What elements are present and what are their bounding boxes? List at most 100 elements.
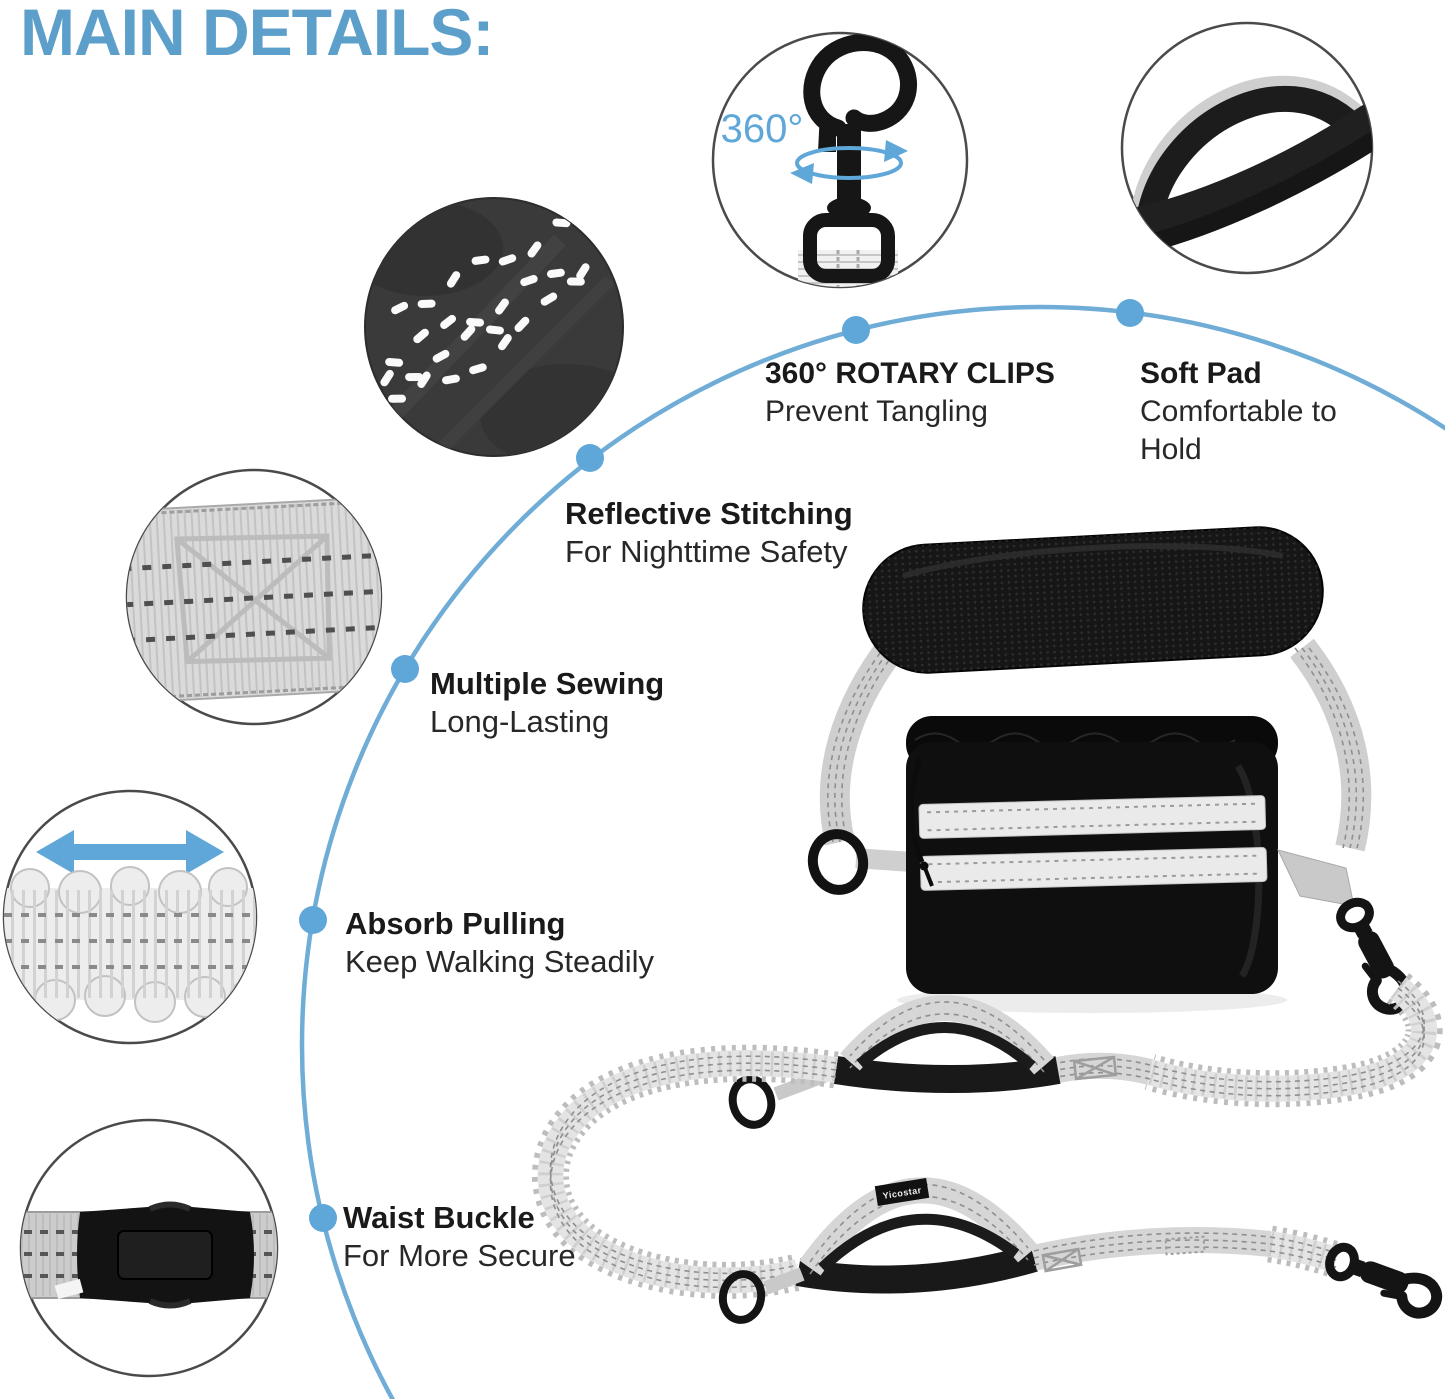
leash-texture (549, 1055, 837, 1275)
inset-soft-pad-photo (1120, 21, 1374, 275)
reflective-stitch-dash (580, 203, 597, 218)
callout-rotary-clips: 360° ROTARY CLIPS Prevent Tangling (765, 354, 1125, 431)
reflective-stitch-dash (498, 334, 512, 351)
reflective-stitch-dash (520, 274, 538, 287)
stitch-pattern (1164, 1235, 1206, 1256)
reflective-stitch-dash (432, 349, 450, 363)
box-x-stitch (1041, 1247, 1083, 1273)
callout-subtitle: For Nighttime Safety (565, 534, 848, 569)
leash-texture (1301, 647, 1358, 849)
callout-title: 360° ROTARY CLIPS (765, 357, 1055, 390)
arc-dot-absorb-pulling (299, 906, 327, 934)
handle-lining (818, 1213, 1020, 1272)
leash-texture (549, 1069, 837, 1289)
callout-absorb-pulling: Absorb Pulling Keep Walking Steadily (345, 904, 705, 981)
reflective-stitch-dash (442, 374, 460, 385)
waist-bag (897, 716, 1287, 1013)
bag-d-ring (807, 829, 869, 895)
reflective-stitch-dash (527, 241, 542, 258)
reflective-stitch-dash (540, 292, 558, 306)
reflective-stitch-dash (498, 254, 517, 266)
leash-texture (1057, 1071, 1151, 1080)
reflective-stitch-dash (466, 317, 485, 327)
reflective-stitch-dash (471, 255, 490, 265)
inset-absorb-pulling-photo (2, 789, 258, 1045)
callout-title: Absorb Pulling (345, 906, 566, 941)
reflective-stitch-dash (405, 372, 424, 382)
leash-texture (1294, 647, 1351, 849)
page-title: MAIN DETAILS: (20, 0, 494, 69)
leash-d-ring-upper (728, 1075, 776, 1129)
reflective-stitch-dash (385, 357, 404, 367)
reflective-stitch-dash (417, 371, 431, 388)
reflective-stitch-dash (485, 325, 504, 335)
inset-rotary-clip-photo: 360° (711, 31, 969, 289)
callout-subtitle: Comfortable to Hold (1140, 395, 1337, 466)
callout-reflective-stitching: Reflective Stitching For Nighttime Safet… (565, 494, 925, 571)
reflective-stitch-dash (514, 316, 530, 333)
main-product-photo: Yicostar (532, 526, 1443, 1324)
reflective-stitch-dash (546, 268, 565, 279)
leash-end-snap-hook (1323, 1244, 1443, 1318)
inset-reflective-stitching-photo (334, 197, 624, 457)
stretch-double-arrow-icon (36, 830, 224, 874)
inset-multiple-sewing-photo (120, 468, 388, 726)
callout-title: Waist Buckle (343, 1200, 535, 1235)
reflective-stitch-dash (576, 263, 590, 280)
leash-texture (834, 644, 894, 843)
rotation-arrows-icon (790, 140, 908, 184)
inset-waist-buckle-photo (19, 1118, 279, 1378)
reflective-stitch-dash (460, 325, 476, 341)
leash-texture (827, 644, 887, 843)
box-x-stitch (1072, 1055, 1118, 1081)
handle-padded-bar (833, 1056, 1061, 1093)
reflective-stitch-dash (388, 394, 407, 403)
callout-title: Soft Pad (1140, 357, 1262, 390)
reflective-stitch-dash (365, 381, 370, 392)
arc-dot-reflective-stitching (576, 444, 604, 472)
leash-texture (1149, 994, 1425, 1097)
leash-texture (1308, 647, 1365, 849)
snap-hook-illustration (803, 34, 918, 283)
reflective-stitch-dash (380, 369, 394, 387)
brand-tag: Yicostar (874, 1178, 930, 1206)
leash-texture (1057, 1064, 1151, 1073)
handle-lining (856, 1022, 1036, 1071)
leash-texture (1149, 980, 1425, 1083)
callout-subtitle: For More Secure (343, 1238, 576, 1273)
reflective-stitch-dash (440, 314, 457, 330)
callout-subtitle: Prevent Tangling (765, 395, 988, 428)
reflective-stripes (918, 795, 1268, 891)
leash-d-ring-lower (718, 1270, 766, 1324)
reflective-stitch-dash (413, 328, 429, 344)
callout-soft-pad: Soft Pad Comfortable to Hold (1140, 354, 1380, 469)
callout-title: Multiple Sewing (430, 666, 665, 701)
reflective-stitch-dash (552, 218, 571, 228)
arc-dot-rotary-clips (842, 316, 870, 344)
hands-free-leash: Yicostar (532, 973, 1443, 1324)
arc-dot-soft-pad (1116, 299, 1144, 327)
callout-arc (299, 304, 1445, 1399)
leash-texture (849, 1013, 1045, 1073)
reflective-stitch-dash (417, 299, 436, 308)
callout-waist-buckle: Waist Buckle For More Secure (343, 1198, 663, 1275)
shoulder-pad (862, 526, 1324, 674)
reflective-stitch-dash (365, 416, 379, 430)
leash-texture (841, 644, 901, 843)
arc-dot-multiple-sewing (391, 655, 419, 683)
callout-multiple-sewing: Multiple Sewing Long-Lasting (430, 664, 750, 741)
handle-padded-bar (795, 1244, 1038, 1294)
arc-dots (299, 299, 1144, 1232)
bag-hook-webbing (1277, 849, 1355, 907)
leash-texture (1033, 1232, 1271, 1252)
callout-title: Reflective Stitching (565, 496, 853, 531)
reflective-stitch-dash (600, 245, 619, 254)
callout-subtitle: Keep Walking Steadily (345, 944, 655, 979)
leash-texture (849, 1001, 1045, 1061)
d-ring-strap (855, 848, 911, 872)
leash-texture (549, 1062, 837, 1282)
callout-subtitle: Long-Lasting (430, 704, 610, 739)
d-ring-strap (763, 1267, 805, 1295)
reflective-stitch-dash (334, 418, 352, 437)
